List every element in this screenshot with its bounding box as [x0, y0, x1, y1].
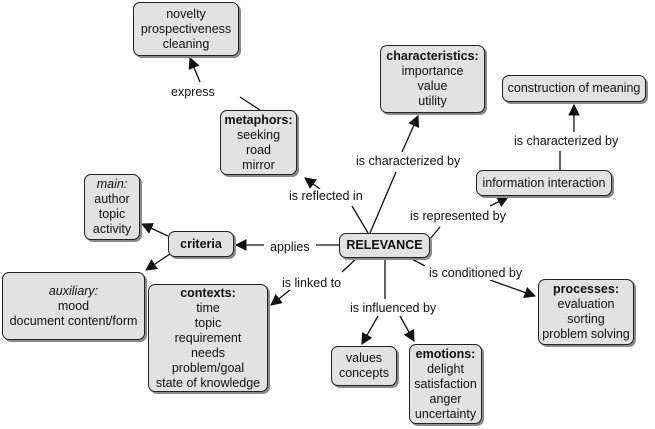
- edge-criteria-main: [140, 223, 169, 237]
- edge-relevance-conditioned: [409, 257, 426, 267]
- characteristics-heading: characteristics:: [386, 49, 479, 63]
- topic-text: topic: [194, 315, 222, 330]
- problem-goal-text: problem/goal: [171, 360, 245, 375]
- state-of-knowledge-text: state of knowledge: [155, 375, 261, 390]
- emotions-heading: emotions:: [415, 346, 476, 361]
- edge-influenced-values: [361, 315, 379, 346]
- characterized-by-meaning-link-label: is characterized by: [512, 134, 621, 148]
- characteristics-node: characteristics: importance value utilit…: [380, 45, 485, 113]
- characterized-by-link-label: is characterized by: [354, 154, 463, 168]
- satisfaction-text: satisfaction: [414, 376, 477, 391]
- metaphors-node: metaphors: seeking road mirror: [220, 110, 297, 175]
- problem-solving-text: problem solving: [542, 327, 630, 341]
- topic-text: topic: [98, 207, 126, 221]
- criteria-node: criteria: [168, 231, 234, 257]
- edge-linked-contexts: [270, 289, 291, 306]
- edge-criteria-auxiliary: [145, 253, 171, 271]
- conditioned-by-link-label: is conditioned by: [427, 266, 525, 280]
- needs-text: needs: [190, 345, 226, 360]
- influenced-by-link-label: is influenced by: [348, 301, 439, 315]
- construction-of-meaning-text: construction of meaning: [507, 81, 641, 95]
- applies-link-label: applies: [268, 240, 312, 254]
- values-concepts-node: values concepts: [331, 346, 397, 386]
- seeking-text: seeking: [236, 127, 281, 142]
- requirement-text: requirement: [174, 330, 242, 345]
- auxiliary-heading: auxiliary:: [48, 283, 99, 298]
- edge-relevance-linked: [341, 257, 358, 273]
- novelty-text: novelty: [166, 6, 206, 21]
- information-interaction-node: information interaction: [476, 170, 612, 196]
- auxiliary-criteria-node: auxiliary: mood document content/form: [2, 272, 145, 340]
- time-text: time: [196, 300, 220, 315]
- relevance-node: RELEVANCE: [339, 233, 430, 258]
- reflected-in-link-label: is reflected in: [287, 189, 365, 203]
- edge-characterized-characteristics: [401, 114, 420, 153]
- contexts-node: contexts: time topic requirement needs p…: [148, 284, 268, 392]
- criteria-heading: criteria: [180, 236, 222, 251]
- values-text: values: [345, 351, 383, 365]
- edge-relevance-characterized: [369, 171, 397, 234]
- edge-metaphors-express: [239, 96, 261, 111]
- evaluation-text: evaluation: [557, 297, 615, 311]
- cleaning-text: cleaning: [162, 36, 210, 51]
- express-link-label: express: [169, 85, 217, 99]
- main-heading: main:: [96, 177, 128, 191]
- mood-text: mood: [57, 298, 90, 313]
- edge-conditioned-processes: [489, 279, 537, 298]
- metaphors-heading: metaphors:: [224, 112, 293, 127]
- construction-of-meaning-node: construction of meaning: [502, 75, 646, 102]
- edge-represented-info: [489, 196, 510, 207]
- emotions-node: emotions: delight satisfaction anger unc…: [409, 344, 482, 424]
- edge-reflected-metaphors: [304, 177, 321, 190]
- express-concepts-node: novelty prospectiveness cleaning: [133, 2, 239, 56]
- represented-by-link-label: is represented by: [408, 209, 508, 223]
- author-text: author: [94, 192, 130, 206]
- edge-express-concepts: [188, 56, 201, 83]
- processes-heading: processes:: [552, 282, 619, 296]
- utility-text: utility: [418, 94, 447, 108]
- main-criteria-node: main: author topic activity: [84, 174, 140, 240]
- information-interaction-text: information interaction: [482, 175, 606, 190]
- activity-text: activity: [92, 222, 132, 236]
- delight-text: delight: [427, 361, 464, 376]
- edge-relevance-reflected: [351, 205, 369, 234]
- relevance-heading: RELEVANCE: [346, 238, 423, 252]
- uncertainty-text: uncertainty: [414, 406, 477, 421]
- edge-influenced-emotions: [399, 315, 415, 343]
- document-content-form-text: document content/form: [9, 313, 138, 328]
- edge-relevance-represented: [429, 226, 441, 240]
- value-text: value: [417, 79, 448, 93]
- processes-node: processes: evaluation sorting problem so…: [538, 279, 634, 345]
- importance-text: importance: [401, 64, 464, 78]
- sorting-text: sorting: [567, 312, 605, 326]
- concepts-text: concepts: [338, 366, 390, 380]
- contexts-heading: contexts:: [180, 285, 236, 300]
- anger-text: anger: [429, 391, 462, 406]
- linked-to-link-label: is linked to: [280, 276, 344, 290]
- road-text: road: [245, 142, 272, 157]
- prospectiveness-text: prospectiveness: [140, 21, 232, 36]
- mirror-text: mirror: [242, 157, 275, 172]
